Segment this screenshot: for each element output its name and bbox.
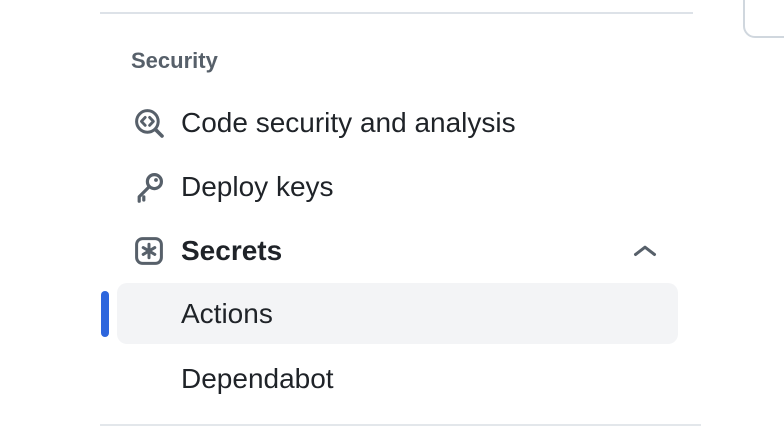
sidebar-item-label: Actions <box>181 297 273 329</box>
key-asterisk-icon <box>133 235 165 267</box>
divider-top <box>100 12 693 14</box>
sidebar-subitem-dependabot[interactable]: Dependabot <box>117 347 678 411</box>
content-panel-corner <box>743 0 784 38</box>
sidebar-item-label: Dependabot <box>181 363 334 394</box>
sidebar-item-secrets[interactable]: Secrets <box>100 219 693 283</box>
active-indicator <box>101 291 109 337</box>
codescan-icon <box>133 107 165 139</box>
sidebar-item-code-security[interactable]: Code security and analysis <box>100 91 693 155</box>
sidebar-item-label: Code security and analysis <box>181 107 516 138</box>
sidebar-subitem-actions[interactable]: Actions <box>117 283 678 344</box>
sidebar-item-deploy-keys[interactable]: Deploy keys <box>100 155 693 219</box>
key-icon <box>133 171 165 203</box>
selected-item-background <box>117 283 678 344</box>
sidebar-item-label: Deploy keys <box>181 171 334 202</box>
divider-bottom <box>100 424 701 426</box>
sidebar-item-label: Secrets <box>181 235 283 266</box>
sidebar-section-title: Security <box>131 48 218 73</box>
chevron-up-icon[interactable] <box>632 243 658 260</box>
